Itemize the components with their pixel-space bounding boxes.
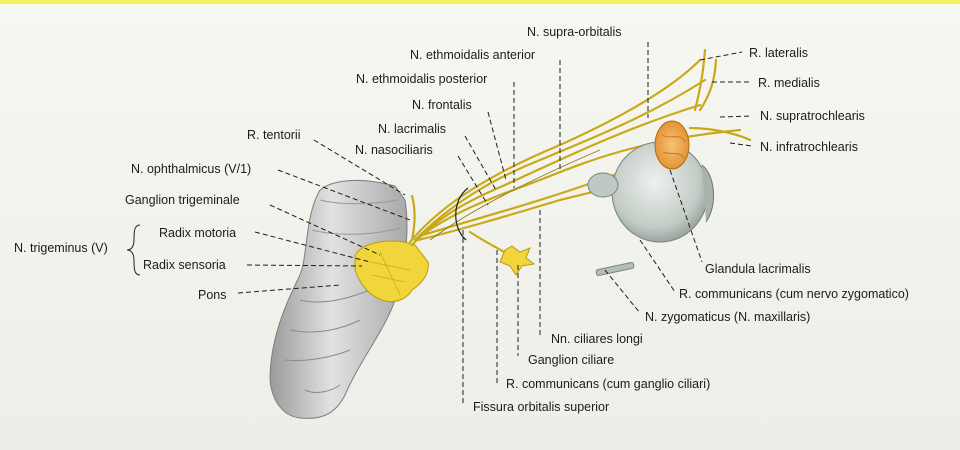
label-supratrochlearis: N. supratrochlearis	[760, 109, 865, 123]
label-r-lateralis: R. lateralis	[749, 46, 809, 60]
label-radix-sensoria: Radix sensoria	[143, 258, 226, 272]
label-r-medialis: R. medialis	[758, 76, 820, 90]
label-ethmoidalis-posterior: N. ethmoidalis posterior	[356, 72, 488, 86]
label-nasociliaris: N. nasociliaris	[355, 143, 433, 157]
trigeminus-bracket	[126, 224, 141, 276]
top-highlight-bar	[0, 0, 960, 4]
label-pons: Pons	[198, 288, 227, 302]
label-infratrochlearis: N. infratrochlearis	[760, 140, 858, 154]
label-lacrimalis: N. lacrimalis	[378, 122, 447, 136]
label-r-communicans-zygomatico: R. communicans (cum nervo zygomatico)	[679, 287, 909, 301]
eyeball-illustration	[587, 141, 715, 277]
label-radix-motoria: Radix motoria	[159, 226, 237, 240]
label-ethmoidalis-anterior: N. ethmoidalis anterior	[410, 48, 536, 62]
label-ganglion-ciliare: Ganglion ciliare	[528, 353, 615, 367]
nerve-branches	[408, 48, 752, 260]
label-zygomaticus: N. zygomaticus (N. maxillaris)	[645, 310, 811, 324]
fissura-outline	[455, 187, 469, 241]
brainstem-illustration	[269, 179, 408, 419]
label-tentorii: R. tentorii	[247, 128, 301, 142]
label-ophthalmicus: N. ophthalmicus (V/1)	[131, 162, 252, 176]
leader-lines	[237, 42, 753, 403]
label-r-communicans-ciliari: R. communicans (cum ganglio ciliari)	[506, 377, 711, 391]
label-ciliares-longi: Nn. ciliares longi	[551, 332, 643, 346]
trigeminal-ganglion	[354, 240, 429, 303]
label-frontalis: N. frontalis	[412, 98, 472, 112]
label-glandula-lacrimalis: Glandula lacrimalis	[705, 262, 811, 276]
lacrimal-gland	[654, 120, 690, 170]
ciliary-ganglion	[499, 245, 536, 276]
label-ganglion-trigeminale: Ganglion trigeminale	[125, 193, 240, 207]
label-trigeminus: N. trigeminus (V)	[14, 241, 108, 255]
label-supra-orbitalis: N. supra-orbitalis	[527, 25, 622, 39]
label-fissura: Fissura orbitalis superior	[473, 400, 610, 414]
